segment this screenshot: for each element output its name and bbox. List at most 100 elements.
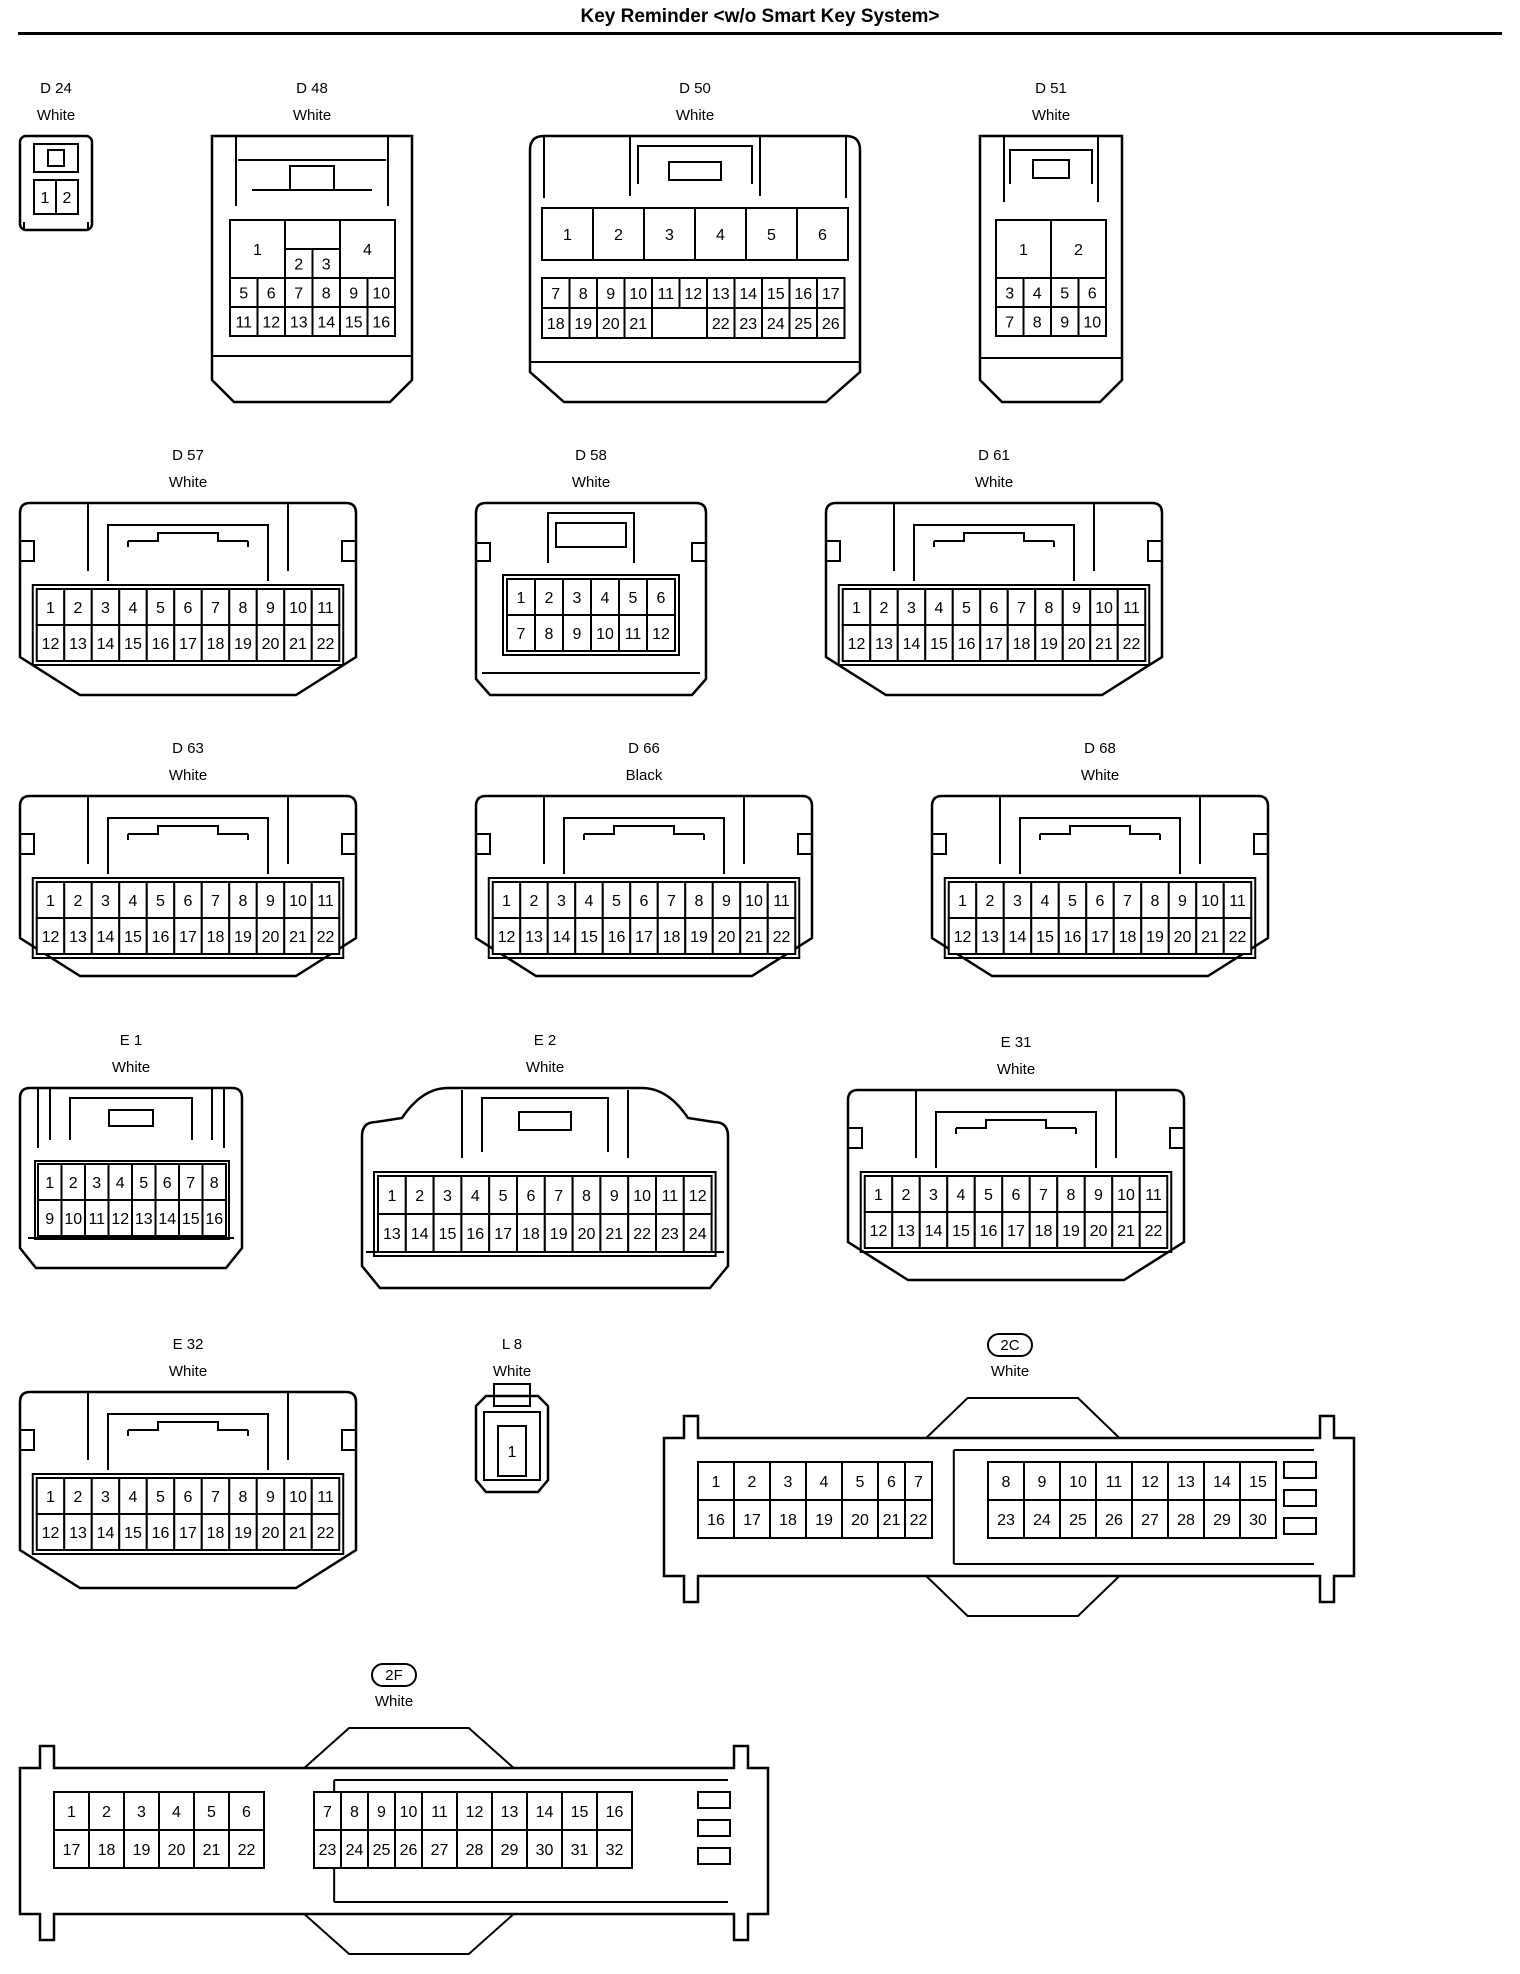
connector-d61-pin-13: 13: [875, 636, 893, 653]
connector-e31-pin-6: 6: [1012, 1187, 1021, 1204]
connector-d61-pin-cell: [1061, 588, 1092, 626]
connector-d48-pin-cell: [311, 248, 341, 279]
connector-e32-pin-20: 20: [262, 1525, 280, 1542]
connector-e32-pin-cell: [118, 1513, 148, 1551]
connector-d63-pin-7: 7: [211, 893, 220, 910]
connector-d61-id: D 61: [978, 447, 1010, 464]
connector-2c-pin-cell: [877, 1461, 906, 1501]
connector-e1-pin-cell: [201, 1199, 227, 1237]
connector-d61-pin-2: 2: [880, 600, 889, 617]
connector-2c-pin-13: 13: [1177, 1474, 1195, 1491]
connector-e32-pin-17: 17: [179, 1525, 197, 1542]
connector-2f-pin-cell: [421, 1829, 458, 1869]
connector-d63-pin-cell: [35, 881, 66, 919]
connector-e31-pin-18: 18: [1035, 1223, 1053, 1240]
connector-2c-pin-24: 24: [1033, 1512, 1051, 1529]
connector-d63-pin-2: 2: [74, 893, 83, 910]
connector-2c-pin-26: 26: [1105, 1512, 1123, 1529]
connector-d68-pin-cell: [1195, 881, 1225, 919]
connector-e1-pin-14: 14: [158, 1211, 176, 1228]
connector-d51-pin-1: 1: [1019, 242, 1028, 259]
connector-d66-pin-17: 17: [635, 929, 653, 946]
connector-d63-pin-cell: [90, 917, 121, 955]
connector-e2-pin-cell: [571, 1213, 602, 1253]
connector-e2-pin-cell: [627, 1213, 658, 1253]
connector-2c-pin-29: 29: [1213, 1512, 1231, 1529]
connector-2f-pin-cell: [228, 1829, 265, 1869]
connector-d57-pin-1: 1: [46, 600, 55, 617]
connector-d51-pin-cell: [995, 219, 1052, 279]
connector-d61-pin-8: 8: [1045, 600, 1054, 617]
connector-d51-color: White: [1032, 107, 1070, 124]
connector-d50-pin-cell: [592, 207, 645, 261]
connector-d66-pin-cell: [491, 881, 522, 919]
connector-d63-color: White: [169, 767, 207, 784]
connector-d48-pin-2: 2: [294, 257, 303, 274]
connector-e2-pin-17: 17: [494, 1226, 512, 1243]
connector-d50-pin-5: 5: [767, 227, 776, 244]
connector-e32-pin-cell: [63, 1513, 93, 1551]
connector-2c-pin-cell: [733, 1461, 771, 1501]
connector-2c-pin-5: 5: [856, 1474, 865, 1491]
connector-d68-pin-11: 11: [1229, 893, 1246, 910]
connector-d57-pin-4: 4: [129, 600, 138, 617]
connector-d66-pin-22: 22: [773, 929, 791, 946]
connector-2c-pin-cell: [697, 1499, 735, 1539]
connector-d66-pin-3: 3: [557, 893, 566, 910]
connector-d68-pin-5: 5: [1068, 893, 1077, 910]
connector-2f-pin-cell: [561, 1829, 598, 1869]
connector-d57-color: White: [169, 474, 207, 491]
connector-2f-pin-2: 2: [102, 1804, 111, 1821]
connector-d50-pin-cell: [568, 307, 598, 339]
connector-e31-pin-9: 9: [1094, 1187, 1103, 1204]
connector-e31-pin-22: 22: [1145, 1223, 1163, 1240]
connector-d61-pin-16: 16: [958, 636, 976, 653]
connector-d50-pin-cell: [761, 277, 791, 309]
connector-d66-id: D 66: [628, 740, 660, 757]
connector-d48-pin-3: 3: [322, 257, 331, 274]
connector-d50-pin-cell: [816, 307, 846, 339]
connector-d50-pin-20: 20: [602, 316, 620, 333]
connector-d61-pin-cell: [1034, 624, 1064, 662]
connector-d68-pin-17: 17: [1091, 929, 1109, 946]
connector-2c-pin-cell: [1131, 1499, 1169, 1539]
connector-e32-pin-cell: [145, 1477, 176, 1515]
title-rule: [18, 32, 1502, 35]
connector-d66-pin-cell: [546, 917, 577, 955]
connector-d51-pin-2: 2: [1074, 242, 1083, 259]
connector-d66-pin-13: 13: [525, 929, 543, 946]
connector-2c-pin-8: 8: [1002, 1474, 1011, 1491]
connector-d57-pin-14: 14: [97, 636, 115, 653]
connector-d58-pin-5: 5: [629, 590, 638, 607]
connector-2c-pin-4: 4: [820, 1474, 829, 1491]
connector-2f-pin-1: 1: [67, 1804, 76, 1821]
connector-e1-pin-7: 7: [186, 1175, 195, 1192]
connector-d61-pin-17: 17: [985, 636, 1003, 653]
connector-e2-pin-16: 16: [466, 1226, 484, 1243]
connector-d57-pin-21: 21: [289, 636, 307, 653]
connector-d57-pin-12: 12: [42, 636, 60, 653]
connector-d66-pin-cell: [766, 917, 797, 955]
connector-2f-pin-cell: [491, 1791, 528, 1831]
connector-e1-pin-10: 10: [64, 1211, 82, 1228]
connector-d57-pin-cell: [90, 588, 121, 626]
connector-2f-pin-5: 5: [207, 1804, 216, 1821]
connector-e1-pin-3: 3: [92, 1175, 101, 1192]
connector-d68-id: D 68: [1084, 740, 1116, 757]
connector-d63-pin-cell: [228, 917, 258, 955]
connector-d48-pin-cell: [311, 277, 341, 308]
connector-d66-pin-7: 7: [667, 893, 676, 910]
connector-d51-pin-cell: [1050, 277, 1080, 308]
connector-d68-pin-cell: [947, 917, 978, 955]
connector-d51-pin-9: 9: [1060, 315, 1069, 332]
connector-e1-pin-16: 16: [205, 1211, 223, 1228]
connector-2f-pin-11: 11: [431, 1804, 448, 1821]
connector-2f-id-badge: [371, 1663, 417, 1687]
connector-d58-pin-cell: [506, 578, 536, 616]
connector-d58-pin-cell: [646, 614, 676, 652]
connector-2c-pin-17: 17: [743, 1512, 761, 1529]
connector-e1-pin-13: 13: [135, 1211, 153, 1228]
connector-d63-pin-19: 19: [234, 929, 252, 946]
connector-d58-pin-6: 6: [657, 590, 666, 607]
